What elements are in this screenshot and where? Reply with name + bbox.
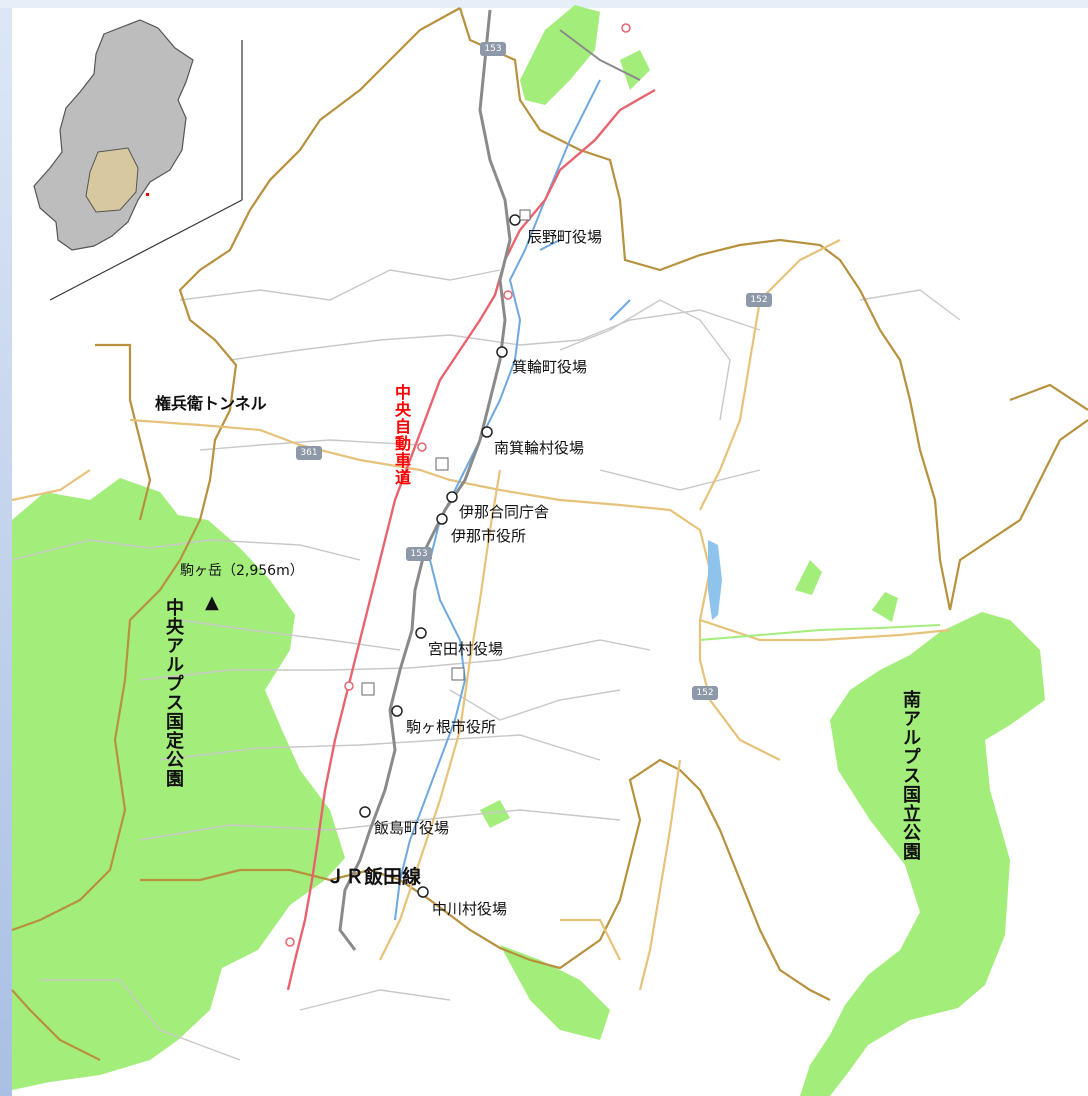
roads	[11, 239, 951, 991]
label-iijima-town-office: 飯島町役場	[374, 819, 450, 837]
municipal-boundaries	[11, 269, 961, 1061]
chuo-expressway-line	[286, 88, 656, 991]
label-ina-joint-government-building: 伊那合同庁舎	[459, 503, 550, 521]
label-minamiminowa-village-office: 南箕輪村役場	[494, 439, 585, 457]
label-southern-alps-national-park: 南アルプス国立公園	[900, 690, 921, 861]
road-node-icons	[285, 23, 631, 947]
label-komagane-city-hall: 駒ヶ根市役所	[406, 718, 497, 736]
top-bar	[0, 0, 1088, 8]
label-central-alps-quasi-national-park: 中央アルプス国定公園	[163, 598, 184, 788]
route-shield-icon-153: 153	[406, 547, 432, 561]
left-bar	[0, 0, 12, 1096]
park-patch	[795, 560, 822, 595]
label-tatsuno-town-office: 辰野町役場	[527, 228, 603, 246]
jr-iida-line-track	[559, 29, 641, 81]
label-ina-city-hall: 伊那市役所	[451, 527, 527, 545]
label-chuo-expressway: 中央自動車道	[392, 384, 411, 486]
park-patch	[500, 945, 610, 1040]
southern-alps-park	[800, 612, 1045, 1096]
kamiina-region-shape	[85, 147, 139, 213]
prefecture-inset	[33, 19, 243, 301]
label-jr-iida-line: ＪＲ飯田線	[326, 866, 422, 888]
office-circle-icons	[359, 214, 521, 898]
shield-icons	[361, 209, 531, 696]
park-patch	[872, 592, 898, 622]
jr-iida-line-track	[338, 9, 512, 951]
rivers	[394, 79, 631, 921]
minor-road	[699, 624, 941, 641]
route-shield-icon-152: 152	[692, 686, 718, 700]
peak-triangle-icon: ▲	[205, 592, 219, 613]
park-patch	[620, 50, 650, 90]
lake	[708, 540, 722, 620]
park-patch	[520, 5, 600, 105]
park-patch	[480, 800, 510, 828]
route-shield-icon-153: 153	[480, 42, 506, 56]
prefecture-shape	[33, 19, 194, 251]
label-minowa-town-office: 箕輪町役場	[512, 358, 588, 376]
label-komagatake: 駒ヶ岳（2,956m）	[180, 563, 304, 579]
label-nakagawa-village-office: 中川村役場	[432, 900, 508, 918]
route-shield-icon-152: 152	[746, 293, 772, 307]
label-miyada-village-office: 宮田村役場	[428, 640, 504, 658]
label-gonbee-tunnel: 権兵衛トンネル	[155, 394, 267, 413]
route-shield-icon-361: 361	[296, 446, 322, 460]
